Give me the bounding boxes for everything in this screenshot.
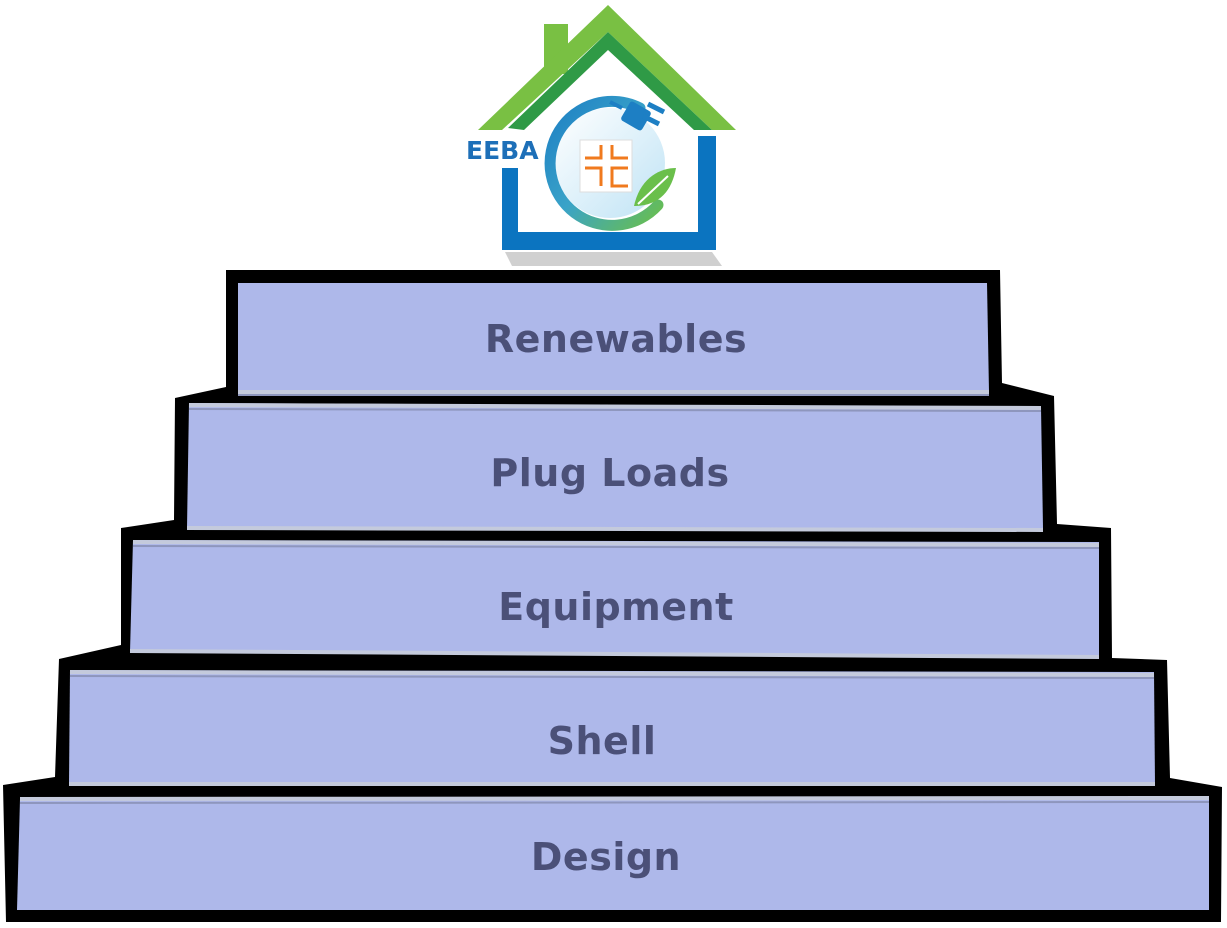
window-icon [579,139,633,193]
house-walls [502,136,716,250]
step-edges [19,390,1210,801]
roof-inner [508,32,712,130]
step-equipment [130,540,1099,657]
step-label-renewables: Renewables [485,317,747,361]
steps [17,283,1209,910]
step-renewables [238,283,989,392]
plug-icon [609,100,666,131]
step-label-equipment: Equipment [498,585,734,629]
step-labels: Renewables Plug Loads Equipment Shell De… [485,317,747,879]
eeba-logo: EEBA [464,5,736,266]
step-label-plug-loads: Plug Loads [490,451,729,495]
step-label-shell: Shell [548,719,657,763]
step-design [17,797,1209,910]
step-label-design: Design [531,835,681,879]
step-shell [69,670,1155,785]
roof-outer [478,5,736,130]
logo-text: EEBA [466,136,539,165]
energy-ring [544,95,664,231]
logo-shadow [505,252,722,266]
step-plug-loads [187,403,1043,528]
